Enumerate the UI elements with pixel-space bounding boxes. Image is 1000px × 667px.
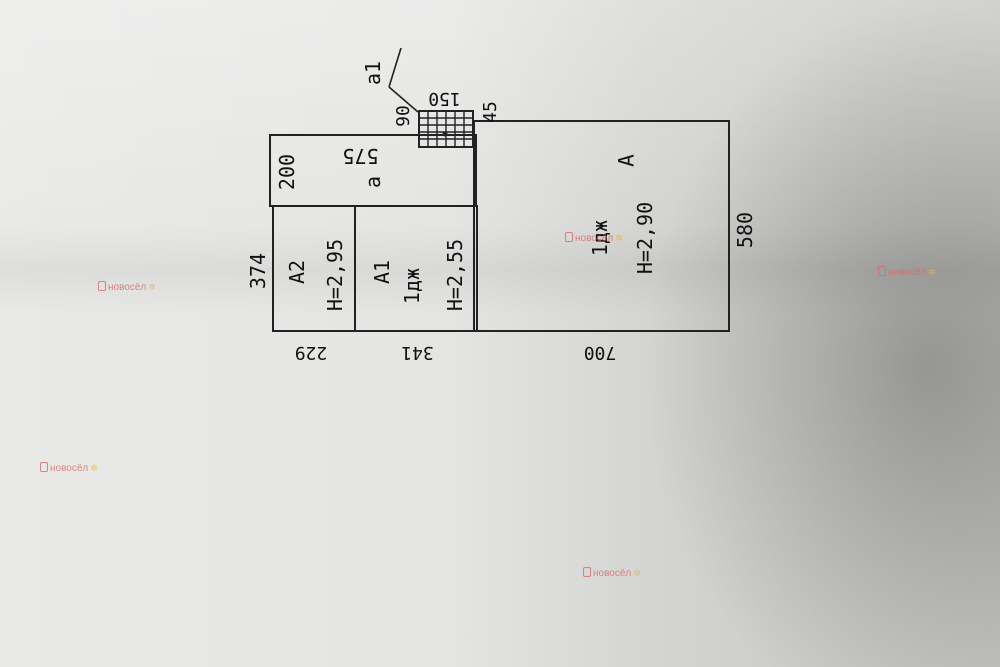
watermark-logo: новосёл✲ [40, 462, 98, 474]
watermark-logo: новосёл✲ [583, 567, 641, 579]
dimension-90: 90 [393, 105, 414, 127]
stairs-treads [419, 111, 473, 147]
stairs-marker [442, 131, 448, 137]
room-a1-label: А1 [370, 259, 394, 285]
dimension-229: 229 [294, 342, 328, 363]
room-a2-label: А2 [285, 259, 309, 285]
dimension-700: 700 [583, 342, 617, 363]
a1-leader-line [388, 47, 402, 88]
paper-fold [0, 225, 1000, 315]
watermark-logo: новосёл✲ [565, 232, 623, 244]
dimension-575: 575 [342, 144, 379, 168]
a1-leader-line-2 [388, 86, 419, 113]
room-porch-outline [269, 134, 477, 207]
dimension-45: 45 [480, 101, 501, 123]
dimension-200: 200 [275, 153, 299, 191]
dimension-580: 580 [733, 211, 757, 249]
watermark-logo: новосёл✲ [878, 266, 936, 278]
stairs-label: а1 [361, 60, 385, 86]
room-a1-height: Н=2,55 [443, 238, 467, 312]
room-a-outline [473, 120, 730, 332]
room-a1-type: 1дж [400, 267, 424, 305]
room-a-height: Н=2,90 [633, 201, 657, 275]
dimension-341: 341 [401, 342, 434, 363]
room-a2-height: Н=2,95 [323, 238, 347, 312]
watermark-logo: новосёл✲ [98, 281, 156, 293]
dimension-374: 374 [246, 252, 270, 290]
dimension-150: 150 [428, 88, 461, 109]
paper-highlight [0, 0, 1000, 230]
hand-shadow [640, 0, 1000, 667]
